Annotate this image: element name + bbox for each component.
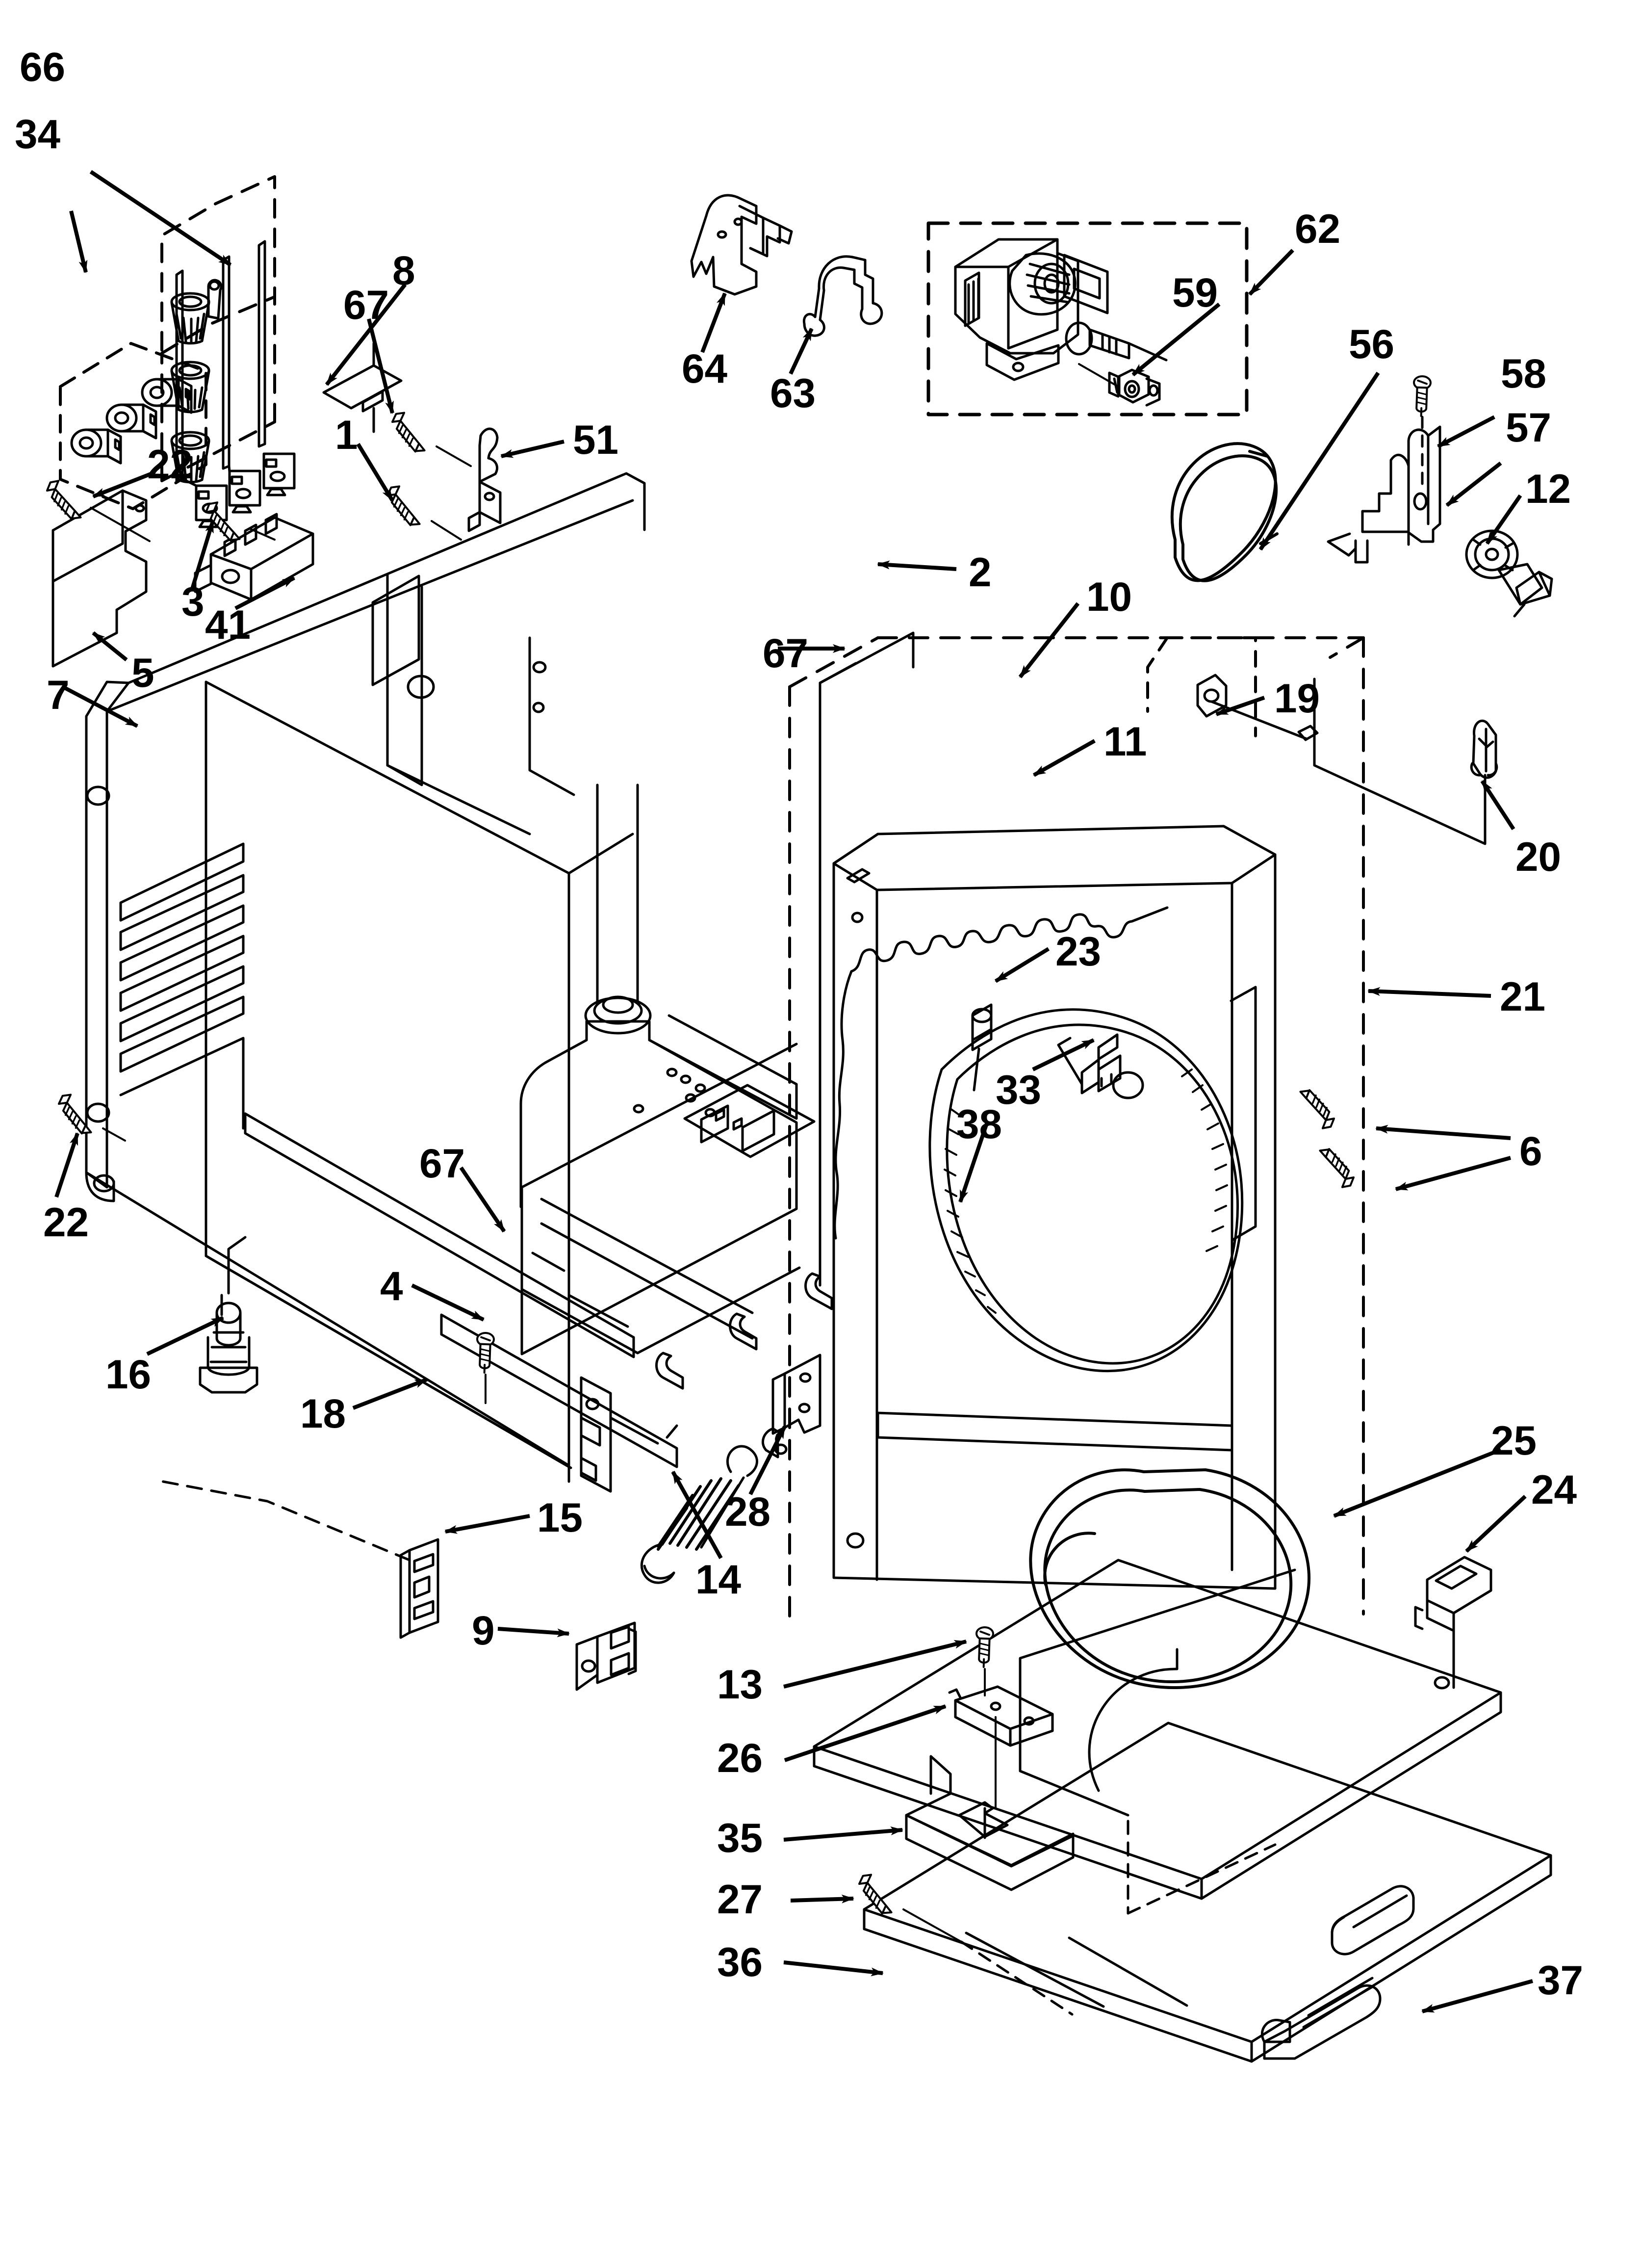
callout-label: 4 bbox=[380, 1263, 403, 1309]
callout-9[interactable]: 9 bbox=[472, 1610, 495, 1651]
callout-23[interactable]: 23 bbox=[1055, 931, 1101, 972]
callout-18[interactable]: 18 bbox=[300, 1393, 346, 1434]
callout-label: 3 bbox=[181, 578, 205, 625]
callout-label: 67 bbox=[343, 282, 389, 328]
callout-label: 58 bbox=[1501, 350, 1547, 396]
callout-62[interactable]: 62 bbox=[1295, 206, 1341, 252]
callout-label: 22 bbox=[43, 1199, 89, 1245]
callout-label: 63 bbox=[770, 370, 816, 416]
callout-56[interactable]: 56 bbox=[1349, 321, 1395, 367]
callout-13[interactable]: 13 bbox=[717, 1664, 763, 1705]
callout-label: 35 bbox=[717, 1815, 763, 1861]
callout-label: 67 bbox=[419, 1140, 465, 1186]
callout-57[interactable]: 57 bbox=[1506, 407, 1551, 448]
callout-2[interactable]: 2 bbox=[969, 549, 992, 595]
callout-label: 19 bbox=[1274, 675, 1320, 721]
callout-33[interactable]: 33 bbox=[996, 1069, 1041, 1111]
callout-label: 59 bbox=[1172, 269, 1218, 315]
callout-label: 6 bbox=[1519, 1128, 1542, 1174]
callout-35[interactable]: 35 bbox=[717, 1815, 763, 1861]
callout-37[interactable]: 37 bbox=[1538, 1957, 1584, 2003]
callout-label: 24 bbox=[1531, 1466, 1577, 1512]
callout-11[interactable]: 11 bbox=[1103, 721, 1147, 762]
callout-label: 27 bbox=[717, 1876, 763, 1922]
callout-66[interactable]: 66 bbox=[20, 44, 66, 90]
callout-label: 41 bbox=[205, 601, 251, 648]
callout-26[interactable]: 26 bbox=[717, 1735, 763, 1781]
callout-label: 33 bbox=[996, 1067, 1042, 1113]
callout-4[interactable]: 4 bbox=[380, 1263, 403, 1309]
callout-label: 14 bbox=[695, 1556, 742, 1602]
callout-label: 7 bbox=[47, 672, 70, 718]
callout-38[interactable]: 38 bbox=[956, 1101, 1002, 1147]
callout-label: 26 bbox=[717, 1735, 763, 1781]
callout-34[interactable]: 34 bbox=[15, 111, 61, 157]
callout-67-a[interactable]: 67 bbox=[343, 282, 389, 328]
callout-label: 28 bbox=[725, 1488, 771, 1535]
callout-28[interactable]: 28 bbox=[725, 1491, 770, 1533]
callout-12[interactable]: 12 bbox=[1525, 466, 1571, 512]
callout-58[interactable]: 58 bbox=[1501, 353, 1546, 394]
callout-label: 2 bbox=[969, 549, 992, 595]
callout-label: 13 bbox=[717, 1661, 763, 1707]
callout-20[interactable]: 20 bbox=[1515, 836, 1561, 878]
callout-22-b[interactable]: 22 bbox=[43, 1199, 89, 1245]
callout-label: 23 bbox=[1055, 928, 1102, 974]
callout-label: 36 bbox=[717, 1939, 763, 1985]
callout-label: 10 bbox=[1086, 574, 1132, 620]
callout-14[interactable]: 14 bbox=[695, 1559, 741, 1600]
callout-label: 67 bbox=[763, 630, 809, 676]
callout-19[interactable]: 19 bbox=[1274, 678, 1320, 719]
callout-22-a[interactable]: 22 bbox=[147, 441, 193, 487]
callout-label: 12 bbox=[1525, 466, 1571, 512]
callout-25[interactable]: 25 bbox=[1491, 1420, 1537, 1461]
callout-36[interactable]: 36 bbox=[717, 1939, 763, 1985]
callout-label: 25 bbox=[1491, 1417, 1537, 1463]
callout-label: 1 bbox=[335, 412, 358, 458]
callout-label: 21 bbox=[1500, 973, 1546, 1019]
callout-5[interactable]: 5 bbox=[131, 652, 154, 694]
callout-67-c[interactable]: 67 bbox=[419, 1143, 465, 1184]
callout-41[interactable]: 41 bbox=[205, 604, 251, 646]
callout-label: 5 bbox=[131, 650, 154, 696]
callout-label: 22 bbox=[147, 441, 193, 487]
callout-label: 20 bbox=[1515, 834, 1562, 880]
callout-label: 57 bbox=[1506, 404, 1552, 450]
callout-67-b[interactable]: 67 bbox=[763, 630, 809, 676]
callout-3[interactable]: 3 bbox=[181, 581, 205, 623]
callout-label: 62 bbox=[1295, 206, 1341, 252]
callout-label: 34 bbox=[15, 111, 61, 157]
callout-7[interactable]: 7 bbox=[47, 672, 70, 718]
callout-24[interactable]: 24 bbox=[1531, 1469, 1577, 1511]
callout-16[interactable]: 16 bbox=[105, 1354, 151, 1395]
callout-label: 18 bbox=[300, 1390, 346, 1436]
callout-label: 8 bbox=[392, 247, 415, 293]
callout-label: 56 bbox=[1349, 321, 1395, 367]
callout-label: 51 bbox=[573, 417, 619, 463]
callout-6[interactable]: 6 bbox=[1519, 1128, 1542, 1174]
callout-59[interactable]: 59 bbox=[1172, 272, 1218, 313]
callout-21[interactable]: 21 bbox=[1500, 976, 1545, 1017]
callout-label: 37 bbox=[1538, 1957, 1584, 2003]
callout-label: 66 bbox=[20, 44, 66, 90]
callout-label: 64 bbox=[682, 345, 728, 391]
callout-10[interactable]: 10 bbox=[1086, 576, 1132, 618]
callout-label: 9 bbox=[472, 1607, 495, 1653]
callout-8[interactable]: 8 bbox=[392, 250, 415, 291]
callout-label: 38 bbox=[956, 1101, 1002, 1147]
callout-15[interactable]: 15 bbox=[537, 1497, 583, 1538]
callout-label: 11 bbox=[1103, 718, 1147, 764]
callout-1[interactable]: 1 bbox=[335, 412, 358, 458]
callout-label: 16 bbox=[105, 1351, 152, 1397]
callout-63[interactable]: 63 bbox=[770, 370, 816, 416]
callout-label: 15 bbox=[537, 1494, 583, 1540]
callout-51[interactable]: 51 bbox=[573, 419, 618, 461]
callout-27[interactable]: 27 bbox=[717, 1876, 763, 1922]
callout-64[interactable]: 64 bbox=[682, 348, 727, 390]
